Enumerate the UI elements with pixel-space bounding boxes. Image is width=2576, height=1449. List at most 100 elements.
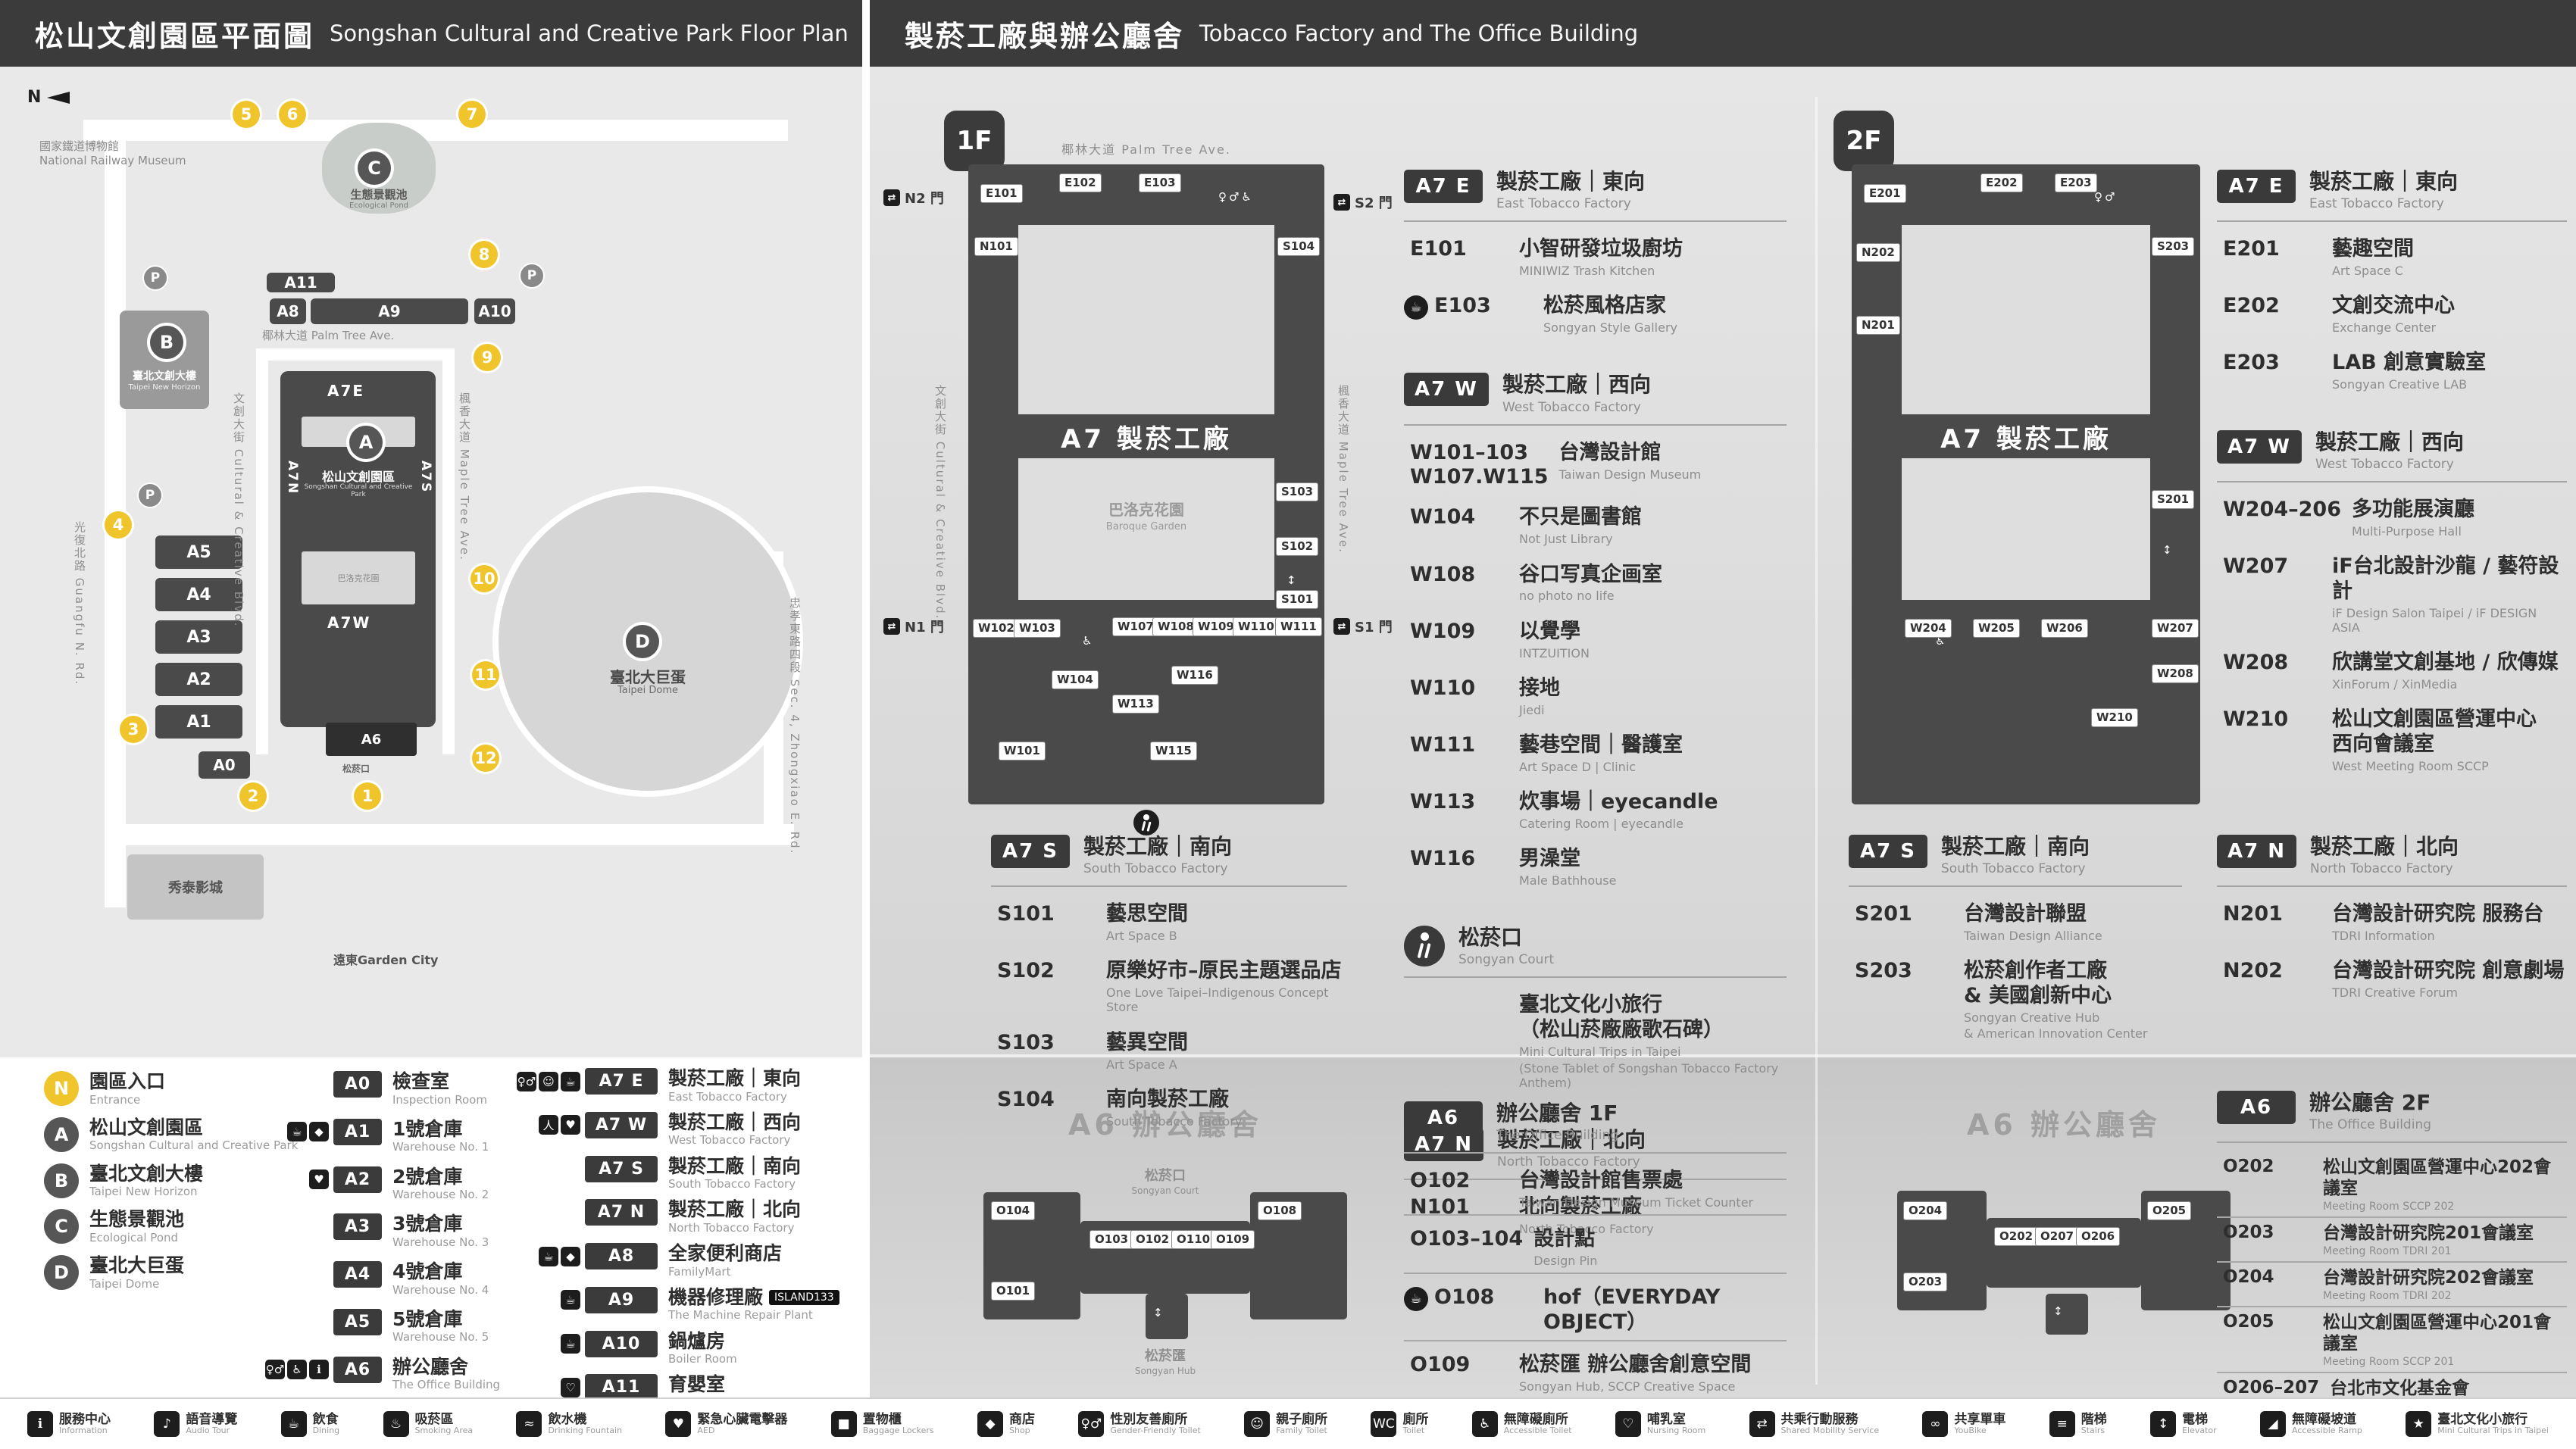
parking-marker: P: [139, 484, 161, 507]
legend-label-en: West Tobacco Factory: [668, 1133, 791, 1148]
section-badge: A6: [2217, 1091, 2296, 1124]
section-title-zh: 製菸工廠｜北向: [1497, 1126, 1646, 1152]
stairs-icon: ≡: [2049, 1411, 2075, 1437]
office-building-title: A6 辦公廳舍: [1966, 1108, 2162, 1141]
warehouse-a5: A5: [155, 536, 242, 569]
amenity-label-en: AED: [697, 1426, 715, 1436]
legend-row: A 松山文創園區 Songshan Cultural and Creative …: [44, 1117, 309, 1153]
road: [83, 120, 788, 141]
toilet-icon: ♀♂♿: [1218, 190, 1254, 204]
room-name-zh: 以覺學: [1519, 619, 1580, 643]
amenity-label-zh: 哺乳室: [1646, 1411, 1686, 1427]
section-title-zh: 製菸工廠｜西向: [1502, 372, 1651, 398]
dining-icon: ☕: [1404, 1287, 1428, 1312]
section-badge: A6: [1404, 1101, 1483, 1135]
room-label-e103: E103: [1139, 173, 1181, 192]
room-name-zh: 接地: [1519, 676, 1560, 700]
amenity-label-en: Dining: [312, 1426, 340, 1436]
floorplan-2f: A7 製菸工廠 ♀♂ ↕ ♿ E201 E202 E203 N202 N201 …: [1852, 164, 2200, 804]
legend-building-badge: A7 E: [585, 1068, 658, 1095]
amenity-legend-item: WC 廁所 Toilet: [1371, 1411, 1428, 1437]
north-wing: [1852, 164, 2200, 225]
legend-marker: N: [44, 1071, 79, 1106]
legend-label-zh: 臺北文創大樓: [89, 1162, 204, 1185]
accessible-toilet-icon: ♿: [1471, 1411, 1498, 1437]
garden-city-label: 遠東Garden City: [333, 953, 439, 967]
room-label-w207: W207: [2152, 619, 2199, 638]
aed-icon: ♥: [665, 1411, 692, 1437]
maple-tree-ave-label: 楓香大道 Maple Tree Ave.: [458, 392, 471, 561]
dining-icon: ☕: [280, 1411, 307, 1437]
building-a9: A9: [311, 298, 468, 324]
amenity-label-zh: 廁所: [1402, 1411, 1429, 1427]
aed-icon: ♥: [561, 1115, 580, 1135]
section-title-en: Songyan Court: [1458, 952, 1555, 968]
room-label-n101: N101: [974, 237, 1018, 256]
section-title-zh: 製菸工廠｜東向: [1496, 169, 1646, 194]
amenity-label-en: YouBike: [1954, 1426, 1987, 1436]
room-label-w101: W101: [999, 742, 1046, 760]
shop-icon: ◆: [309, 1122, 329, 1142]
room-label-s103: S103: [1276, 482, 1319, 501]
section-badge: A7 S: [1849, 835, 1927, 868]
amenity-legend-strip: ℹ 服務中心 Information ♪ 語音導覽 Audio Tour ☕ 飲…: [0, 1397, 2576, 1449]
legend-label-zh: 3號倉庫: [392, 1213, 463, 1235]
legend-marker: A: [44, 1116, 79, 1152]
room-label-o110: O110: [1171, 1230, 1216, 1249]
showtime-cinema-building: 秀泰影城: [127, 854, 264, 920]
cultural-blvd-label: 文創大街 Cultural & Creative Blvd.: [232, 392, 245, 628]
legend-amenity-icons: ♀♂♿ℹ: [265, 1360, 329, 1379]
legend-label-en: Boiler Room: [668, 1352, 737, 1366]
amenity-legend-item: ♪ 語音導覽 Audio Tour: [154, 1411, 237, 1437]
room-code: W109: [1410, 619, 1476, 643]
compass-label: N: [27, 88, 42, 107]
legend-column-a0-a6: A0 檢查室 Inspection Room ☕◆ A1 1號倉庫 Wareho…: [265, 1071, 568, 1404]
baggage-lockers-icon: ■: [830, 1411, 857, 1437]
amenity-label-en: Drinking Fountain: [548, 1426, 623, 1436]
room-name-en: Taiwan Design Museum: [1558, 467, 1702, 482]
new-horizon-label-en: Taipei New Horizon: [128, 383, 201, 392]
legend-label-zh: 松山文創園區: [89, 1116, 204, 1138]
amenity-label-en: Accessible Toilet: [1503, 1426, 1572, 1436]
legend-row: A5 5號倉庫 Warehouse No. 5: [333, 1309, 568, 1344]
stairs-icon: ↕: [2162, 543, 2174, 557]
building-label-band: A7 製菸工廠: [1902, 414, 2150, 458]
legend-building-badge: A9: [585, 1286, 658, 1313]
legend-label-zh: 鍋爐房: [668, 1329, 726, 1352]
transit-icon: ⇄: [883, 189, 900, 206]
room-code: W110: [1410, 676, 1476, 700]
amenity-legend-item: ∞ 共享單車 YouBike: [1922, 1411, 2005, 1437]
legend-label-en: Ecological Pond: [89, 1230, 179, 1244]
section-title-en: North Tobacco Factory: [1497, 1154, 1640, 1170]
legend-label-en: FamilyMart: [668, 1264, 731, 1279]
transit-icon: ⇄: [883, 618, 900, 635]
amenity-legend-item: ◆ 商店 Shop: [977, 1411, 1035, 1437]
legend-marker: D: [44, 1255, 79, 1290]
legend-building-badge: A5: [333, 1308, 382, 1335]
room-name-en: Jiedi: [1519, 702, 1545, 717]
legend-label-zh: 製菸工廠｜南向: [668, 1154, 802, 1177]
legend-label-en: North Tobacco Factory: [668, 1220, 795, 1235]
amenity-legend-item: ↕ 電梯 Elevator: [2150, 1411, 2217, 1437]
entry-stub: [1146, 1294, 1188, 1339]
legend-label-zh: 4號倉庫: [392, 1260, 463, 1282]
legend-label-zh: 1號倉庫: [392, 1117, 463, 1140]
amenity-label-en: Nursing Room: [1646, 1426, 1706, 1436]
left-panel-header: 松山文創園區平面圖 Songshan Cultural and Creative…: [0, 0, 862, 67]
